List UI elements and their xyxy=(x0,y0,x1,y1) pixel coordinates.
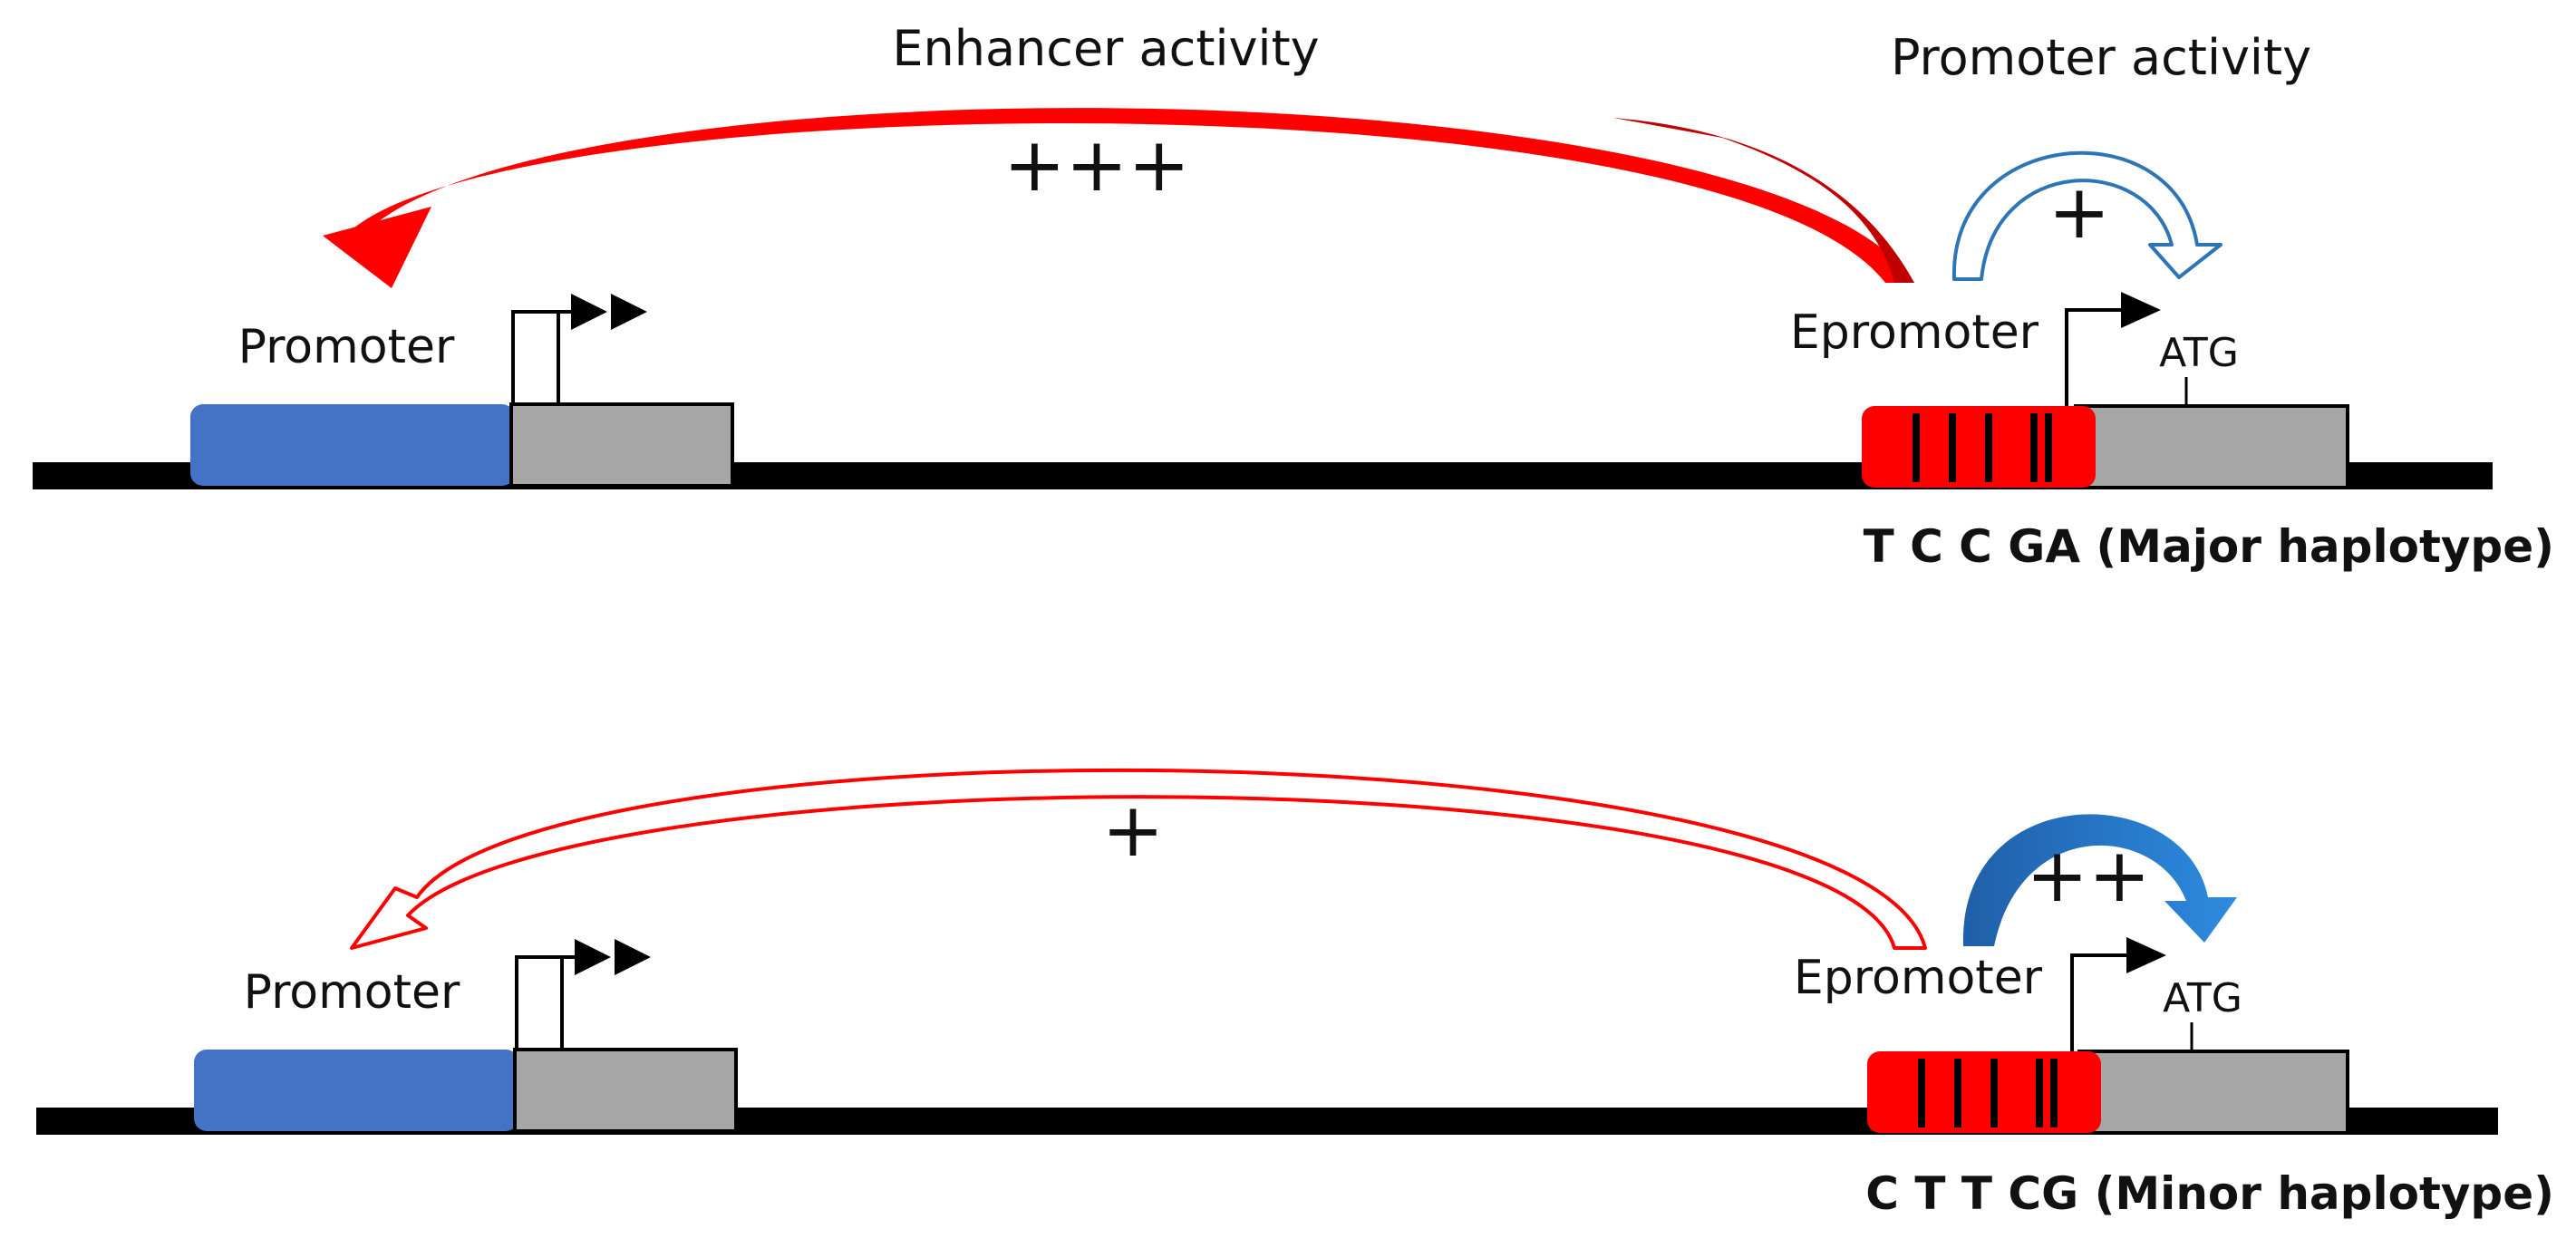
transcription-arrow-icon xyxy=(2121,292,2161,328)
snp-mark xyxy=(2030,413,2038,482)
enhancer-strength: + xyxy=(1102,788,1165,874)
atg-label: ATG xyxy=(2159,330,2239,376)
panel-major-haplotype: Promoter ATG Epromoter +++ + T C C GA (M… xyxy=(33,108,2554,573)
snp-mark xyxy=(1949,413,1956,482)
enhancer-strength: +++ xyxy=(1003,122,1190,208)
promoter-activity-header: Promoter activity xyxy=(1891,29,2311,86)
haplotype-label: C T T CG (Minor haplotype) xyxy=(1865,1167,2554,1220)
gene-body xyxy=(513,1048,738,1133)
epromoter-region xyxy=(1867,1051,2101,1133)
tss-box xyxy=(515,955,564,1051)
promoter-region xyxy=(190,404,515,486)
atg-label: ATG xyxy=(2163,975,2242,1021)
snp-mark xyxy=(2036,1059,2043,1127)
promoter-label: Promoter xyxy=(244,965,460,1020)
enhancer-activity-arrow xyxy=(353,108,1914,283)
tss-box xyxy=(511,310,560,406)
gene-body xyxy=(2074,404,2349,489)
epromoter-region xyxy=(1862,406,2096,488)
enhancer-arrowhead-icon xyxy=(323,207,431,288)
promoter-strength: + xyxy=(2048,169,2111,256)
enhancer-activity-arrow xyxy=(350,768,1927,950)
gene-body xyxy=(2077,1050,2349,1135)
snp-mark xyxy=(1913,413,1920,482)
tss-line xyxy=(2070,953,2128,1051)
tss-line xyxy=(2065,308,2123,406)
transcription-arrow-icon xyxy=(571,294,607,330)
snp-mark xyxy=(1954,1059,1961,1127)
epromoter-label: Epromoter xyxy=(1794,951,2043,1005)
promoter-activity-arrow xyxy=(1951,150,2223,281)
snp-mark xyxy=(1918,1059,1925,1127)
transcription-arrow-icon xyxy=(611,294,647,330)
promoter-strength: ++ xyxy=(2026,833,2150,919)
enhancer-activity-header: Enhancer activity xyxy=(892,20,1319,77)
transcription-arrow-icon xyxy=(2126,937,2166,973)
snp-mark xyxy=(2050,1059,2058,1127)
promoter-activity-arrow xyxy=(1962,814,2237,946)
gene-body xyxy=(509,402,734,488)
panel-minor-haplotype: Promoter ATG Epromoter + ++ C T T CG (Mi… xyxy=(36,768,2554,1220)
haplotype-label: T C C GA (Major haplotype) xyxy=(1864,520,2554,573)
transcription-arrow-icon xyxy=(575,939,611,975)
transcription-arrow-icon xyxy=(615,939,651,975)
promoter-region xyxy=(194,1050,518,1131)
snp-mark xyxy=(1985,413,1992,482)
snp-mark xyxy=(1990,1059,1998,1127)
epromoter-label: Epromoter xyxy=(1790,305,2039,360)
snp-mark xyxy=(2045,413,2052,482)
promoter-label: Promoter xyxy=(238,320,455,374)
